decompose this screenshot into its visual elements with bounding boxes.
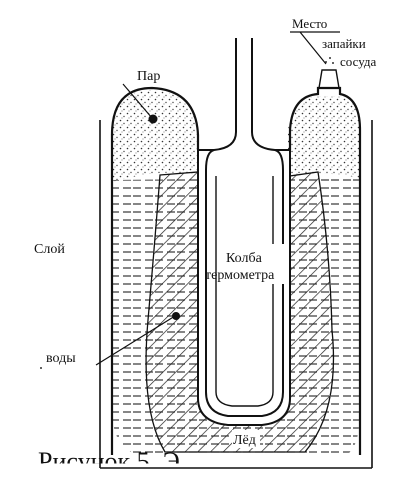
ice-label-bg xyxy=(232,430,260,448)
stray-mark xyxy=(40,367,42,369)
steam-dot xyxy=(148,114,158,124)
label-flask-2: термометра xyxy=(205,268,275,283)
seal-leader xyxy=(290,31,340,65)
label-seal-1: Место xyxy=(292,16,327,31)
flask-inner-wall xyxy=(215,176,274,407)
label-seal-2: запайки xyxy=(322,36,366,51)
outer-vessel-wall xyxy=(110,86,200,455)
steam-right xyxy=(288,96,360,178)
label-steam: Пар xyxy=(137,69,160,84)
water-leader xyxy=(95,315,176,366)
label-ice: Лёд xyxy=(233,433,256,448)
label-water-layer-1: Слой xyxy=(34,242,65,257)
seal-tip-dots xyxy=(325,57,334,64)
label-water-layer-2: воды xyxy=(46,351,76,366)
figure-caption: Рисунок 5. Э xyxy=(38,447,180,476)
label-seal-3: сосуда xyxy=(340,54,376,69)
seal-nozzle xyxy=(318,69,340,89)
label-flask-1: Колба xyxy=(226,251,263,266)
water-dot xyxy=(172,312,180,320)
steam-leader xyxy=(122,83,153,119)
outer-vessel-wall-right xyxy=(288,86,362,455)
thermometer-flask xyxy=(205,38,284,417)
steam-left xyxy=(112,90,198,182)
flask-label-bg xyxy=(222,244,284,284)
